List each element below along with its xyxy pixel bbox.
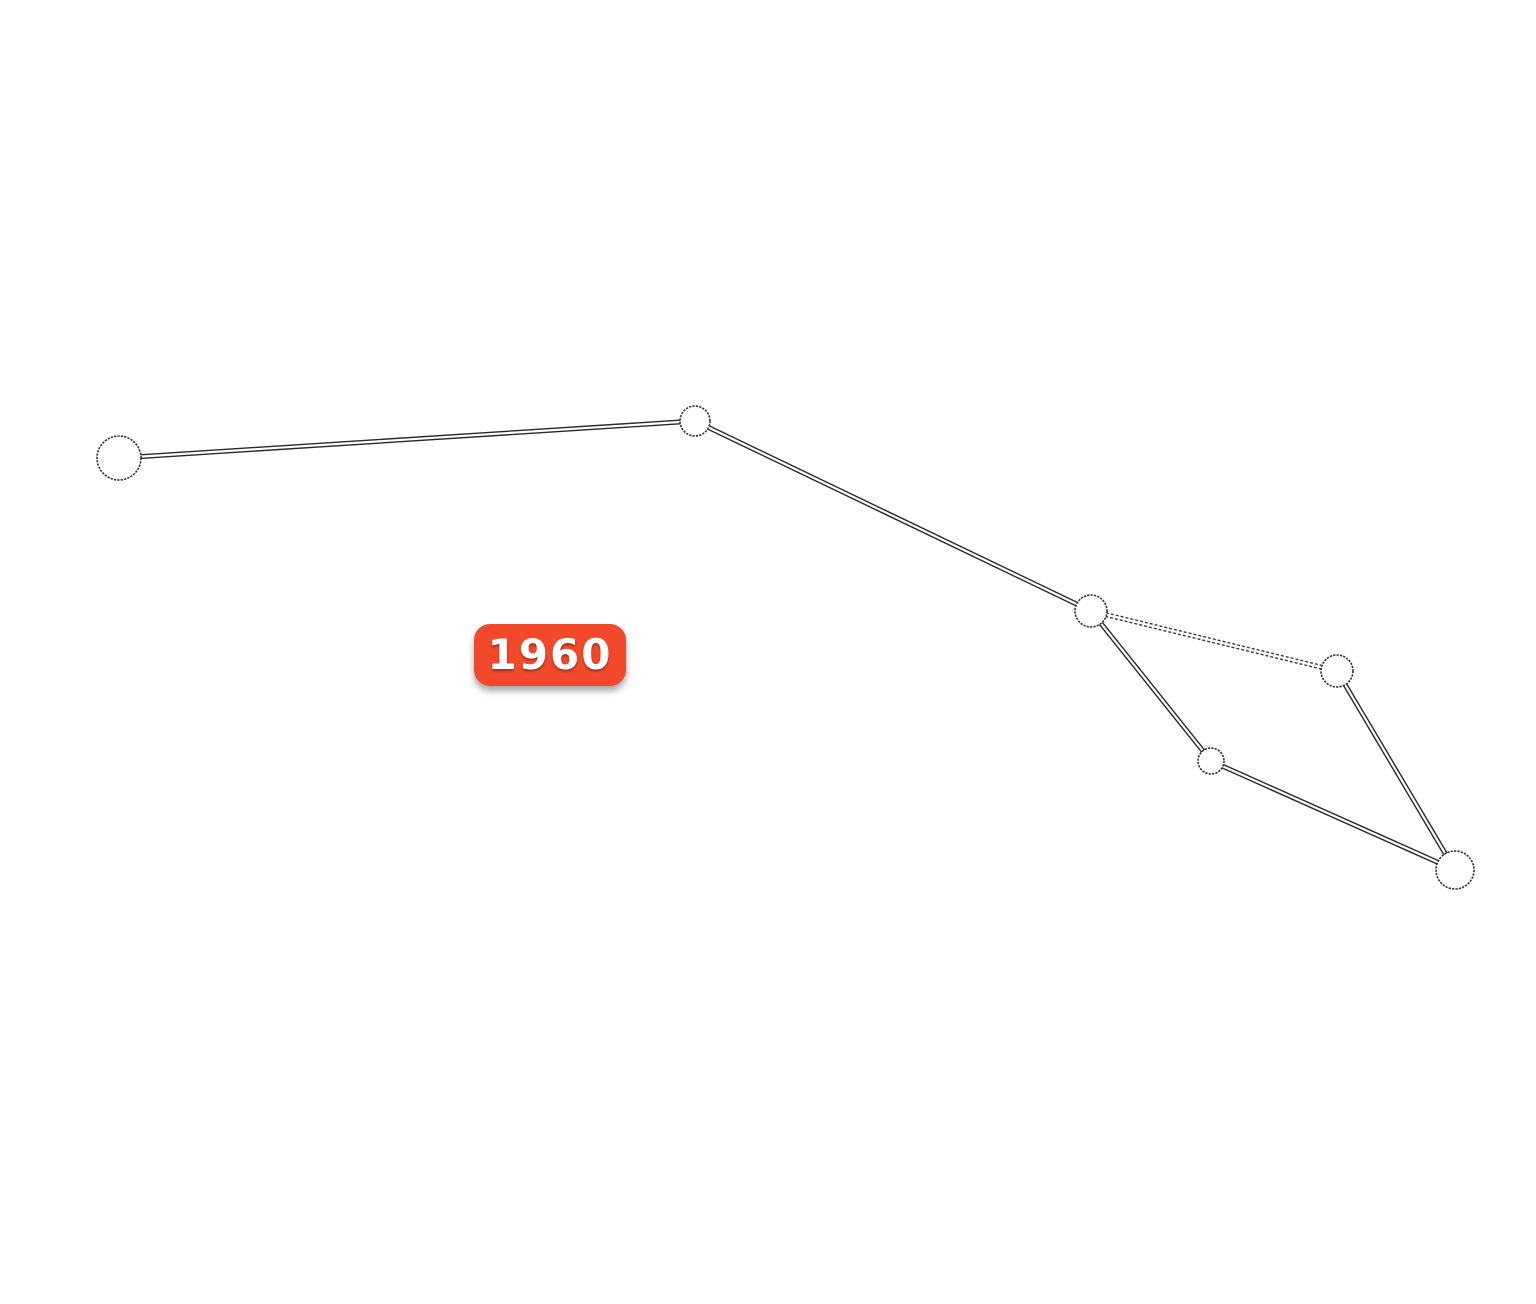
edge-n1-n2 <box>116 418 698 461</box>
edge-n3-n4 <box>1089 608 1339 674</box>
node-large-left <box>96 435 142 481</box>
edge-n2-n3 <box>692 418 1094 614</box>
node-lower-middle <box>1197 747 1225 775</box>
node-far-right <box>1435 850 1475 890</box>
nodes-layer <box>96 405 1475 890</box>
year-badge: 1960 <box>474 624 626 686</box>
edge-n5-n6 <box>1208 758 1458 873</box>
edge-n3-n5 <box>1088 608 1214 764</box>
node-right-upper <box>1320 654 1354 688</box>
node-junction <box>1074 594 1108 628</box>
node-upper-middle <box>679 405 711 437</box>
edges-layer <box>116 418 1458 873</box>
edge-n4-n6 <box>1334 668 1458 873</box>
